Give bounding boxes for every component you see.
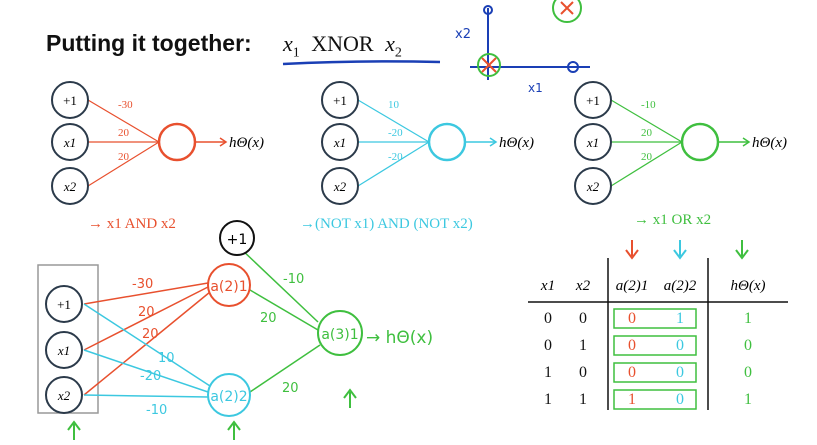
svg-text:-30: -30 bbox=[132, 277, 153, 292]
weight-label: 20 bbox=[641, 151, 653, 163]
table-cell: 0 bbox=[744, 364, 752, 381]
table-cell: 1 bbox=[544, 364, 552, 381]
output-node bbox=[680, 122, 720, 162]
svg-text:x2: x2 bbox=[57, 388, 71, 403]
table-cell: 1 bbox=[579, 391, 587, 408]
xnor-formula: x1 XNOR x2 bbox=[283, 31, 402, 61]
svg-text:+1: +1 bbox=[227, 232, 248, 248]
svg-text:x2: x2 bbox=[333, 179, 347, 194]
svg-text:+1: +1 bbox=[63, 93, 77, 108]
input-node bbox=[51, 81, 89, 119]
svg-text:20: 20 bbox=[260, 311, 277, 326]
table-header: hΘ(x) bbox=[731, 278, 766, 294]
caption-not-and-not: →(NOT x1) AND (NOT x2) bbox=[300, 216, 473, 232]
weight-label: 20 bbox=[641, 127, 653, 139]
hypothesis-label: hΘ(x) bbox=[229, 135, 264, 151]
svg-text:-20: -20 bbox=[140, 369, 161, 384]
weight-label: -20 bbox=[388, 151, 403, 163]
input-node bbox=[321, 167, 359, 205]
svg-text:+1: +1 bbox=[333, 93, 347, 108]
table-cell: 0 bbox=[544, 337, 552, 354]
table-cell: 0 bbox=[579, 310, 587, 327]
truth-table: x1 x2 a(2)1 a(2)2 hΘ(x) 0 0 0 1 1 0 1 0 0 0 1 0 0 0 0 1 1 1 0 1 bbox=[528, 240, 788, 410]
formula-underline bbox=[282, 60, 441, 66]
svg-text:-10: -10 bbox=[146, 403, 167, 418]
caption-or: → x1 OR x2 bbox=[634, 212, 711, 228]
hypothesis-label: hΘ(x) bbox=[499, 135, 534, 151]
input-node bbox=[574, 167, 612, 205]
table-cell: 1 bbox=[579, 337, 587, 354]
table-cell: 1 bbox=[744, 310, 752, 327]
svg-text:x1: x1 bbox=[586, 135, 599, 150]
svg-text:-10: -10 bbox=[283, 272, 304, 287]
table-header: x2 bbox=[575, 278, 591, 294]
input-node bbox=[51, 123, 89, 161]
svg-text:x2: x2 bbox=[586, 179, 600, 194]
table-cell: 1 bbox=[544, 391, 552, 408]
svg-text:x2: x2 bbox=[455, 27, 471, 42]
weight-label: 20 bbox=[118, 127, 130, 139]
weight-label: -10 bbox=[641, 99, 656, 111]
svg-text:+1: +1 bbox=[586, 93, 600, 108]
table-header: x1 bbox=[540, 278, 555, 294]
input-node bbox=[321, 123, 359, 161]
svg-text:10: 10 bbox=[158, 351, 175, 366]
table-header: a(2)1 bbox=[616, 278, 649, 294]
weight-label: -30 bbox=[118, 99, 133, 111]
table-cell: 0 bbox=[544, 310, 552, 327]
axes-sketch: x2 x1 bbox=[455, 0, 590, 95]
table-cell: 0 bbox=[676, 391, 684, 408]
output-node bbox=[427, 122, 467, 162]
svg-text:+1: +1 bbox=[57, 297, 71, 312]
input-node bbox=[574, 123, 612, 161]
table-header: a(2)2 bbox=[664, 278, 697, 294]
hypothesis-label: hΘ(x) bbox=[752, 135, 787, 151]
weight-label: -20 bbox=[388, 127, 403, 139]
network-or: +1 x1 x2 -10 20 20 hΘ(x) bbox=[574, 81, 787, 205]
svg-text:x1: x1 bbox=[57, 343, 70, 358]
svg-text:x1: x1 bbox=[528, 81, 543, 95]
table-cell: 0 bbox=[676, 337, 684, 354]
output-node bbox=[157, 122, 197, 162]
table-cell: 1 bbox=[676, 310, 684, 327]
table-cell: 0 bbox=[628, 310, 636, 327]
svg-text:20: 20 bbox=[142, 327, 159, 342]
table-cell: 0 bbox=[744, 337, 752, 354]
table-cell: 0 bbox=[628, 364, 636, 381]
table-cell: 0 bbox=[676, 364, 684, 381]
caption-and: → x1 AND x2 bbox=[88, 216, 176, 232]
svg-text:a(2)1: a(2)1 bbox=[210, 279, 247, 295]
svg-text:x2: x2 bbox=[63, 179, 77, 194]
slide-title: Putting it together: bbox=[46, 30, 252, 56]
svg-text:a(2)2: a(2)2 bbox=[210, 389, 247, 405]
svg-text:20: 20 bbox=[282, 381, 299, 396]
table-cell: 0 bbox=[628, 337, 636, 354]
input-node bbox=[574, 81, 612, 119]
svg-text:a(3)1: a(3)1 bbox=[321, 327, 358, 343]
weight-label: 10 bbox=[388, 99, 400, 111]
svg-text:x1: x1 bbox=[333, 135, 346, 150]
network-and: +1 x1 x2 -30 20 20 hΘ(x) bbox=[51, 81, 264, 205]
svg-text:20: 20 bbox=[138, 305, 155, 320]
network-not-and-not: +1 x1 x2 10 -20 -20 hΘ(x) bbox=[321, 81, 534, 205]
weight-label: 20 bbox=[118, 151, 130, 163]
table-cell: 0 bbox=[579, 364, 587, 381]
table-cell: 1 bbox=[744, 391, 752, 408]
table-cell: 1 bbox=[628, 391, 636, 408]
svg-text:x1: x1 bbox=[63, 135, 76, 150]
combined-network: +1 x1 x2 +1 a(2)1 a(2)2 a(3)1 → hΘ(x) -3… bbox=[37, 220, 433, 440]
input-node bbox=[51, 167, 89, 205]
input-node bbox=[321, 81, 359, 119]
svg-text:→ hΘ(x): → hΘ(x) bbox=[366, 328, 433, 348]
